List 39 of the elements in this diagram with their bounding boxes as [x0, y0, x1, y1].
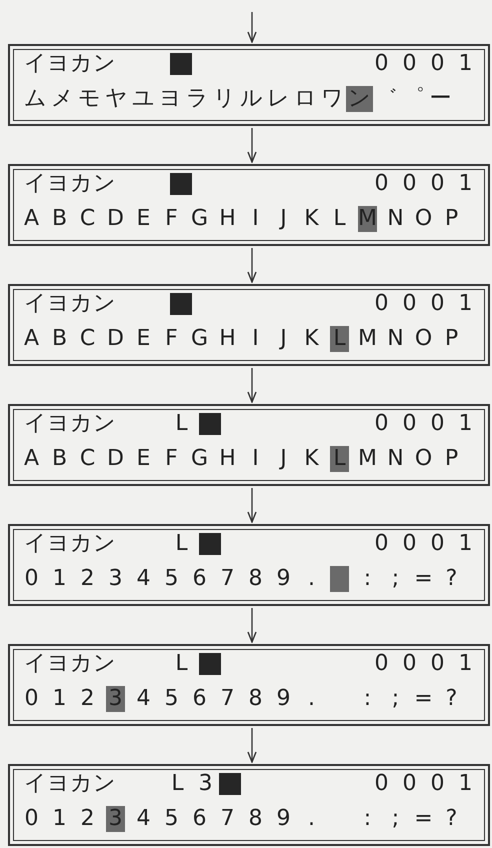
heading-text: イヨカン: [24, 531, 116, 557]
counter-text: 0 0 0 1: [374, 531, 474, 557]
arrow: [247, 368, 257, 403]
character-row-text: A B C D E F G H I J K L M N O P: [22, 446, 460, 472]
arrow: [247, 12, 257, 43]
display-screen: [8, 524, 490, 606]
display-screen: [8, 404, 490, 486]
entry-text: L: [174, 411, 189, 437]
counter-text: 0 0 0 1: [374, 291, 474, 317]
heading-text: イヨカン: [24, 771, 116, 797]
arrow: [247, 248, 257, 283]
arrow: [247, 608, 257, 643]
display-screen: [8, 284, 490, 366]
character-row-text: A B C D E F G H I J K L M N O P: [22, 326, 460, 352]
character-row-text: 0 1 2 3 4 5 6 7 8 9 . : ; = ?: [24, 566, 458, 592]
display-screen: [8, 644, 490, 726]
counter-text: 0 0 0 1: [374, 771, 474, 797]
display-screen: [8, 164, 490, 246]
heading-text: イヨカン: [24, 51, 116, 77]
arrow: [247, 488, 257, 523]
display-screen: [8, 44, 490, 126]
counter-text: 0 0 0 1: [374, 411, 474, 437]
heading-text: イヨカン: [24, 411, 116, 437]
entry-text: L: [174, 531, 189, 557]
heading-text: イヨカン: [24, 291, 116, 317]
character-row-text: 0 1 2 3 4 5 6 7 8 9 . : ; = ?: [24, 806, 458, 832]
counter-text: 0 0 0 1: [374, 171, 474, 197]
entry-text: L: [174, 651, 189, 677]
character-row-text: A B C D E F G H I J K L M N O P: [22, 206, 460, 232]
arrow: [247, 128, 257, 163]
heading-text: イヨカン: [24, 171, 116, 197]
display-screen: [8, 764, 490, 846]
heading-text: イヨカン: [24, 651, 116, 677]
counter-text: 0 0 0 1: [374, 51, 474, 77]
entry-text: L 3: [170, 771, 214, 797]
character-row-text: 0 1 2 3 4 5 6 7 8 9 . : ; = ?: [24, 686, 458, 712]
counter-text: 0 0 0 1: [374, 651, 474, 677]
arrow: [247, 728, 257, 763]
character-row-text: ムメモヤユヨラリルレロワン゛゜ー: [23, 86, 452, 112]
